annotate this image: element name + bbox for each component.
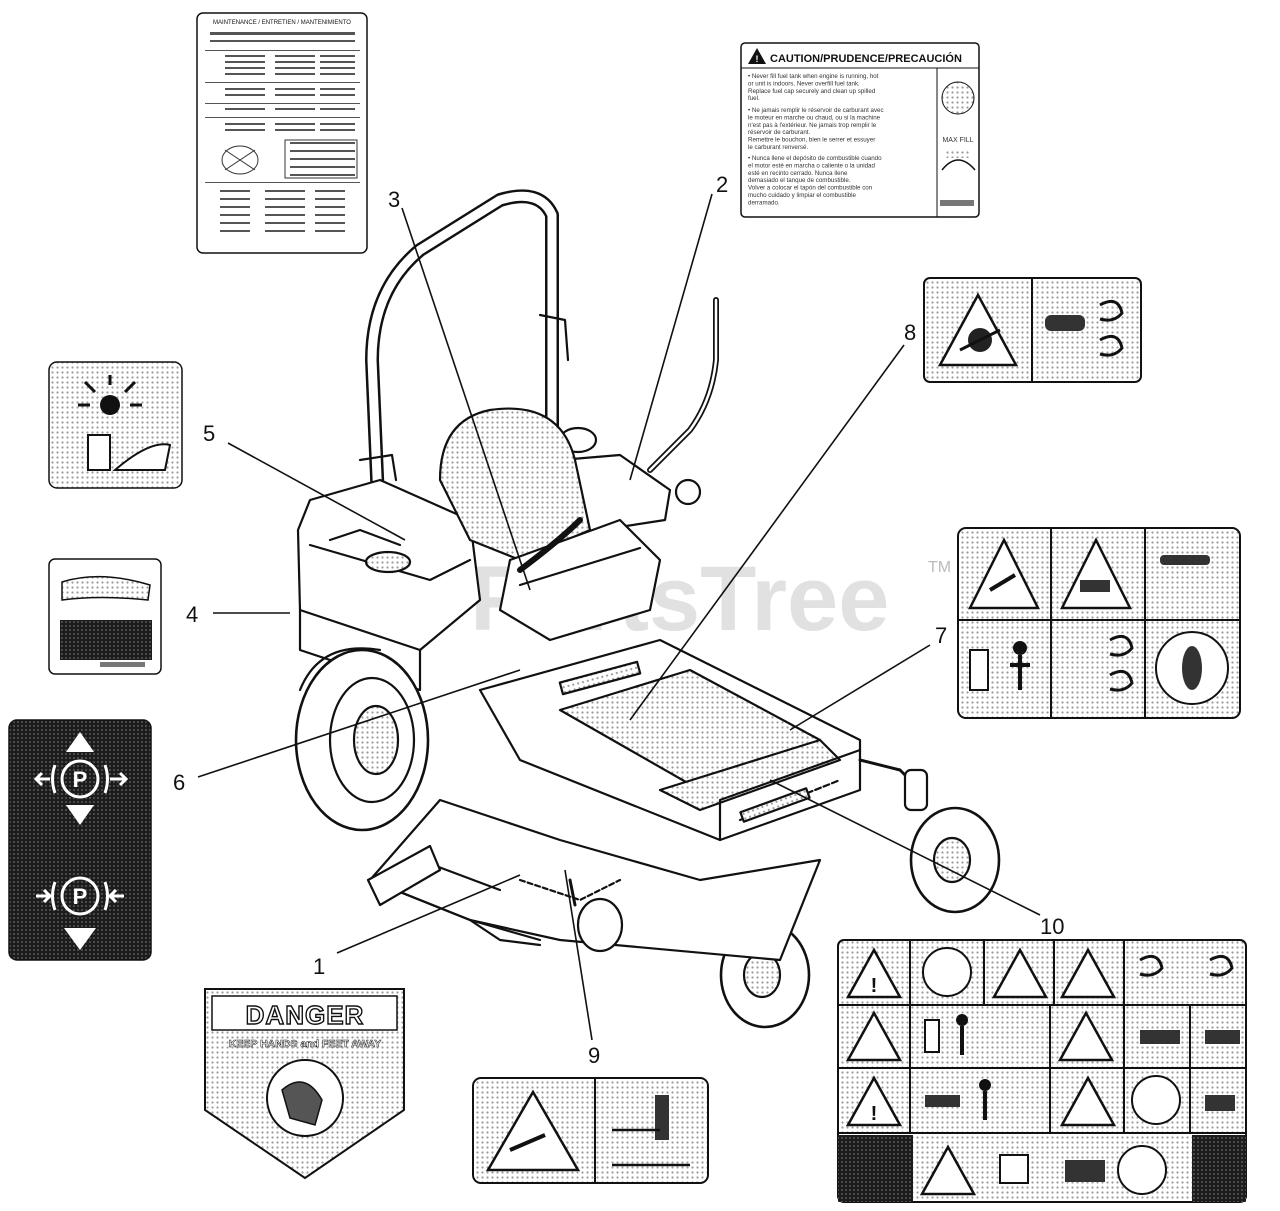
- decal-danger: DANGER KEEP HANDS and FEET AWAY: [204, 988, 405, 1180]
- svg-text:!: !: [756, 54, 759, 64]
- decal-4: [48, 558, 162, 675]
- caution-line: demasiado el tanque de combustible.: [748, 177, 851, 184]
- svg-text:TM: TM: [928, 559, 951, 576]
- leader-1: [336, 874, 521, 954]
- callout-4: 4: [186, 602, 198, 627]
- caution-line: Remettre le bouchon, bien le serrer et e…: [748, 137, 875, 144]
- decal-maintenance-chart: MAINTENANCE / ENTRETIEN / MANTENIMIENTO: [196, 12, 368, 254]
- leader-10: [769, 779, 1041, 916]
- parking-symbol-top: P: [73, 767, 88, 792]
- caution-line: le carburant renversé.: [748, 144, 808, 151]
- danger-word: DANGER: [246, 1000, 365, 1030]
- caution-line: Replace fuel cap securely and clean up s…: [748, 88, 876, 95]
- decal-caution-fuel: ! CAUTION/PRUDENCE/PRECAUCIÓN • Never fi…: [740, 42, 980, 218]
- leader-6: [197, 669, 521, 778]
- decal-7: [957, 527, 1241, 719]
- callout-7: 7: [935, 623, 947, 648]
- leader-8: [629, 344, 905, 721]
- decal-parking-brake: P P: [8, 719, 152, 961]
- decal-9: [472, 1077, 709, 1184]
- mower-illustration: [294, 189, 1001, 1029]
- caution-line: • Never fill fuel tank when engine is ru…: [748, 73, 879, 80]
- callout-1: 1: [313, 954, 325, 979]
- caution-line: • Nunca llene el depósito de combustible…: [748, 155, 882, 162]
- leader-2: [629, 193, 713, 481]
- caution-line: le moteur en marche ou chaud, ou si la m…: [748, 114, 881, 121]
- leader-7: [789, 644, 931, 731]
- leader-lines: [197, 193, 1041, 1041]
- callout-5: 5: [203, 421, 215, 446]
- caution-line: • Ne jamais remplir le réservoir de carb…: [748, 107, 884, 114]
- svg-text:!: !: [871, 1103, 878, 1125]
- caution-line: réservoir de carburant.: [748, 129, 811, 136]
- leader-9: [564, 869, 593, 1041]
- callout-3: 3: [388, 187, 400, 212]
- callout-9: 9: [588, 1043, 600, 1068]
- maintenance-title: MAINTENANCE / ENTRETIEN / MANTENIMIENTO: [213, 20, 351, 26]
- caution-line: Volver a colocar el tapón del combustibl…: [748, 185, 873, 192]
- caution-line: el motor esté en marcha o caliente o la …: [748, 162, 875, 169]
- caution-line: esté en recinto cerrado. Nunca llene: [748, 170, 848, 177]
- callout-8: 8: [904, 320, 916, 345]
- decal-safety-sheet: ! !: [837, 939, 1247, 1203]
- caution-line: fuel.: [748, 95, 760, 102]
- callout-numbers: 1 2 3 4 5 6 7 8 9 10: [173, 172, 1064, 1068]
- caution-line: mucho cuidado y limpiar el combustible: [748, 192, 857, 199]
- decal-5: [48, 361, 183, 489]
- callout-10: 10: [1040, 914, 1064, 939]
- caution-text: • Never fill fuel tank when engine is ru…: [748, 73, 884, 206]
- parking-symbol-bottom: P: [73, 884, 88, 909]
- svg-text:!: !: [871, 975, 878, 997]
- caution-max-fill: MAX FILL: [942, 137, 973, 144]
- leader-5: [227, 442, 406, 541]
- caution-line: derramado.: [748, 199, 780, 206]
- callout-2: 2: [716, 172, 728, 197]
- caution-title: CAUTION/PRUDENCE/PRECAUCIÓN: [770, 52, 962, 65]
- leader-3: [401, 207, 531, 591]
- decal-8: [923, 277, 1142, 383]
- caution-line: or unit is indoors. Never overfill fuel …: [748, 80, 860, 87]
- danger-sub: KEEP HANDS and FEET AWAY: [229, 1038, 381, 1050]
- callout-6: 6: [173, 770, 185, 795]
- caution-line: n'est pas à l'extérieur. Ne jamais trop …: [748, 122, 877, 129]
